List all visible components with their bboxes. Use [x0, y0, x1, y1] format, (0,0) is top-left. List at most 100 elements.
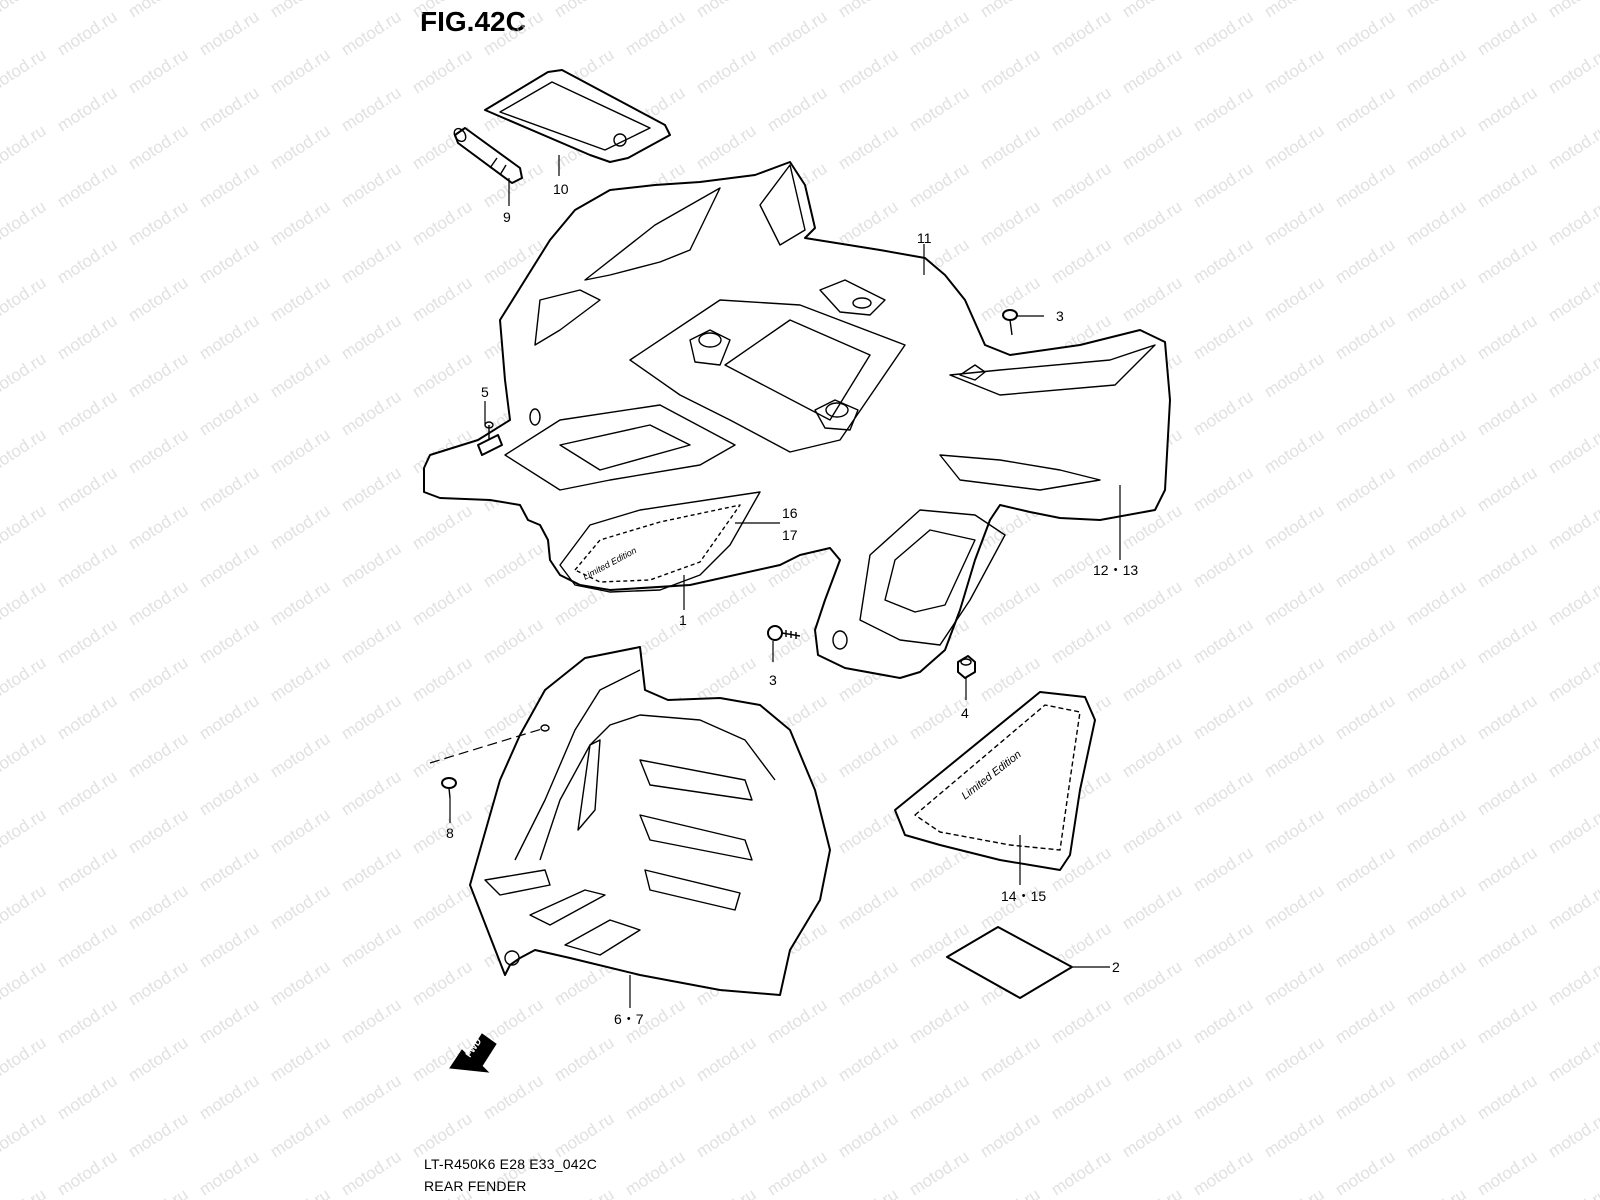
- watermark-text: motod.ru: [1048, 83, 1115, 135]
- watermark-text: motod.ru: [54, 1071, 121, 1123]
- watermark-text: motod.ru: [1403, 1033, 1470, 1085]
- watermark-text: motod.ru: [906, 1147, 973, 1199]
- watermark-text: motod.ru: [125, 425, 192, 477]
- watermark-text: motod.ru: [409, 881, 476, 933]
- watermark-text: motod.ru: [1332, 159, 1399, 211]
- watermark-text: motod.ru: [409, 273, 476, 325]
- watermark-text: motod.ru: [480, 1071, 547, 1123]
- watermark-text: motod.ru: [551, 1185, 618, 1200]
- watermark-text: motod.ru: [1190, 615, 1257, 667]
- watermark-text: motod.ru: [764, 83, 831, 135]
- watermark-text: motod.ru: [1048, 615, 1115, 667]
- watermark-text: motod.ru: [1048, 1071, 1115, 1123]
- callout-5: 5: [481, 384, 489, 400]
- watermark-text: motod.ru: [835, 1185, 902, 1200]
- watermark-text: motod.ru: [196, 235, 263, 287]
- watermark-text: motod.ru: [835, 0, 902, 21]
- watermark-text: motod.ru: [1545, 425, 1600, 477]
- watermark-text: motod.ru: [1119, 45, 1186, 97]
- callout-14-15: 14・15: [1001, 888, 1046, 904]
- watermark-text: motod.ru: [1119, 1185, 1186, 1200]
- watermark-text: motod.ru: [1545, 577, 1600, 629]
- watermark-text: motod.ru: [409, 0, 476, 21]
- watermark-text: motod.ru: [0, 273, 49, 325]
- watermark-text: motod.ru: [338, 83, 405, 135]
- watermark-text: motod.ru: [338, 843, 405, 895]
- watermark-text: motod.ru: [125, 197, 192, 249]
- watermark-text: motod.ru: [1403, 349, 1470, 401]
- watermark-text: motod.ru: [1261, 881, 1328, 933]
- watermark-text: motod.ru: [480, 615, 547, 667]
- callout-9: 9: [503, 209, 511, 225]
- watermark-text: motod.ru: [1190, 767, 1257, 819]
- watermark-text: motod.ru: [0, 349, 49, 401]
- watermark-text: motod.ru: [0, 577, 49, 629]
- watermark-text: motod.ru: [480, 7, 547, 59]
- watermark-text: motod.ru: [1332, 7, 1399, 59]
- watermark-text: motod.ru: [196, 387, 263, 439]
- watermark-text: motod.ru: [1261, 425, 1328, 477]
- watermark-text: motod.ru: [338, 235, 405, 287]
- watermark-text: motod.ru: [1474, 691, 1541, 743]
- watermark-text: motod.ru: [1119, 121, 1186, 173]
- watermark-text: motod.ru: [1545, 121, 1600, 173]
- watermark-text: motod.ru: [409, 653, 476, 705]
- watermark-text: motod.ru: [409, 957, 476, 1009]
- watermark-text: motod.ru: [1403, 425, 1470, 477]
- part-14-15-side-decal: Limited Edition: [894, 691, 1096, 871]
- watermark-text: motod.ru: [338, 311, 405, 363]
- watermark-text: motod.ru: [54, 463, 121, 515]
- watermark-text: motod.ru: [1332, 995, 1399, 1047]
- watermark-text: motod.ru: [1403, 197, 1470, 249]
- watermark-text: motod.ru: [54, 83, 121, 135]
- watermark-text: motod.ru: [0, 1185, 49, 1200]
- part-3-screw-top: [1002, 309, 1018, 336]
- callout-16: 16: [782, 505, 798, 521]
- watermark-text: motod.ru: [764, 7, 831, 59]
- watermark-text: motod.ru: [1474, 539, 1541, 591]
- watermark-text: motod.ru: [1545, 957, 1600, 1009]
- watermark-text: motod.ru: [54, 843, 121, 895]
- watermark-text: motod.ru: [338, 919, 405, 971]
- watermark-text: motod.ru: [338, 767, 405, 819]
- watermark-text: motod.ru: [1474, 7, 1541, 59]
- watermark-text: motod.ru: [338, 995, 405, 1047]
- watermark-text: motod.ru: [267, 577, 334, 629]
- watermark-text: motod.ru: [196, 767, 263, 819]
- watermark-text: motod.ru: [54, 691, 121, 743]
- watermark-text: motod.ru: [0, 881, 49, 933]
- watermark-text: motod.ru: [1545, 881, 1600, 933]
- watermark-text: motod.ru: [906, 995, 973, 1047]
- watermark-text: motod.ru: [54, 1147, 121, 1199]
- watermark-text: motod.ru: [196, 1071, 263, 1123]
- fwd-arrow-icon: FWD: [449, 1033, 497, 1073]
- watermark-text: motod.ru: [1119, 653, 1186, 705]
- watermark-text: motod.ru: [1261, 197, 1328, 249]
- watermark-text: motod.ru: [267, 273, 334, 325]
- watermark-text: motod.ru: [338, 463, 405, 515]
- watermark-text: motod.ru: [1332, 615, 1399, 667]
- watermark-text: motod.ru: [196, 463, 263, 515]
- watermark-text: motod.ru: [0, 957, 49, 1009]
- watermark-text: motod.ru: [1403, 653, 1470, 705]
- watermark-text: motod.ru: [196, 539, 263, 591]
- watermark-text: motod.ru: [338, 1147, 405, 1199]
- watermark-text: motod.ru: [125, 501, 192, 553]
- watermark-text: motod.ru: [1119, 957, 1186, 1009]
- watermark-text: motod.ru: [1332, 1147, 1399, 1199]
- watermark-text: motod.ru: [1261, 1033, 1328, 1085]
- watermark-text: motod.ru: [1332, 691, 1399, 743]
- watermark-text: motod.ru: [0, 729, 49, 781]
- watermark-text: motod.ru: [1119, 577, 1186, 629]
- watermark-text: motod.ru: [338, 7, 405, 59]
- watermark-text: motod.ru: [125, 0, 192, 21]
- watermark-text: motod.ru: [622, 7, 689, 59]
- watermark-text: motod.ru: [1261, 1185, 1328, 1200]
- watermark-text: motod.ru: [1119, 729, 1186, 781]
- watermark-text: motod.ru: [125, 577, 192, 629]
- watermark-text: motod.ru: [125, 881, 192, 933]
- leader-lines: [449, 155, 1121, 1008]
- watermark-text: motod.ru: [409, 805, 476, 857]
- watermark-text: motod.ru: [480, 539, 547, 591]
